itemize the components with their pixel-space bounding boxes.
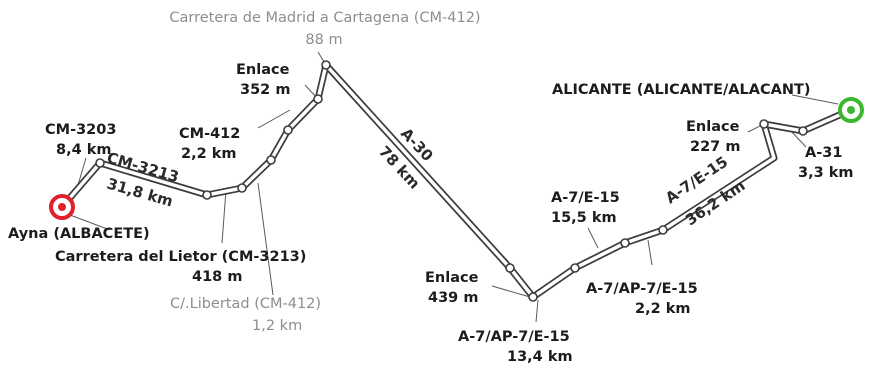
start-marker[interactable]: [49, 194, 75, 220]
leader-lines: [61, 51, 839, 323]
label-enlace1-name: Enlace: [236, 62, 290, 78]
waypoint-enlace2[interactable]: [505, 263, 515, 273]
waypoint-a7ap7-1[interactable]: [528, 292, 538, 302]
leader-lietor: [221, 189, 227, 244]
leader-libertad: [257, 182, 274, 296]
end-marker[interactable]: [838, 97, 864, 123]
waypoint-madrid-cartagena[interactable]: [321, 60, 331, 70]
label-madrid-cartagena-name: Carretera de Madrid a Cartagena (CM-412): [169, 10, 480, 26]
label-a7ap7-1-name: A-7/AP-7/E-15: [458, 329, 570, 345]
waypoint-cm412-b[interactable]: [283, 125, 293, 135]
label-cm412-name: CM-412: [179, 126, 240, 142]
end-marker-dot: [847, 106, 855, 114]
waypoint-a7ap7-2[interactable]: [620, 238, 630, 248]
label-a31-dist: 3,3 km: [798, 165, 854, 181]
leader-a7e15-1: [587, 227, 599, 249]
label-a7ap7-2-dist: 2,2 km: [635, 301, 691, 317]
label-enlace2-name: Enlace: [425, 270, 479, 286]
leader-enlace2: [491, 285, 531, 298]
waypoint-a31[interactable]: [798, 126, 808, 136]
waypoint-cm3213-start[interactable]: [95, 158, 105, 168]
start-marker-dot: [58, 203, 66, 211]
label-a7ap7-2-name: A-7/AP-7/E-15: [586, 281, 698, 297]
label-lietor-name: Carretera del Lietor (CM-3213): [55, 249, 306, 265]
label-cm412-dist: 2,2 km: [181, 146, 237, 162]
label-end-name: ALICANTE (ALICANTE/ALACANT): [552, 82, 810, 98]
label-a7ap7-1-dist: 13,4 km: [507, 349, 573, 365]
label-enlace3-name: Enlace: [686, 119, 740, 135]
waypoint-a7e15-2[interactable]: [658, 225, 668, 235]
label-cm3203-name: CM-3203: [45, 122, 116, 138]
label-enlace1-dist: 352 m: [240, 82, 290, 98]
leader-a31: [789, 129, 807, 148]
label-madrid-cartagena-dist: 88 m: [305, 32, 342, 48]
label-a7e15-1-name: A-7/E-15: [551, 190, 620, 206]
label-libertad-name: C/.Libertad (CM-412): [170, 296, 321, 312]
label-enlace3-dist: 227 m: [690, 139, 740, 155]
label-a7e15-1-dist: 15,5 km: [551, 210, 617, 226]
label-libertad-dist: 1,2 km: [252, 318, 302, 334]
waypoint-enlace1[interactable]: [313, 94, 323, 104]
label-enlace2-dist: 439 m: [428, 290, 478, 306]
waypoint-a7e15-1[interactable]: [570, 263, 580, 273]
waypoint-lietor[interactable]: [202, 190, 212, 200]
label-cm3203-dist: 8,4 km: [56, 142, 112, 158]
waypoints: [95, 60, 808, 302]
waypoint-libertad[interactable]: [237, 183, 247, 193]
waypoint-cm412[interactable]: [266, 155, 276, 165]
leader-cm412: [257, 109, 291, 129]
label-a31-name: A-31: [805, 145, 842, 161]
label-lietor-dist: 418 m: [192, 269, 242, 285]
label-start-name: Ayna (ALBACETE): [8, 226, 150, 242]
leader-alicante: [791, 94, 839, 105]
leader-a7ap7-1: [535, 299, 539, 323]
waypoint-enlace3[interactable]: [759, 119, 769, 129]
leader-a7ap7-2: [647, 239, 653, 266]
